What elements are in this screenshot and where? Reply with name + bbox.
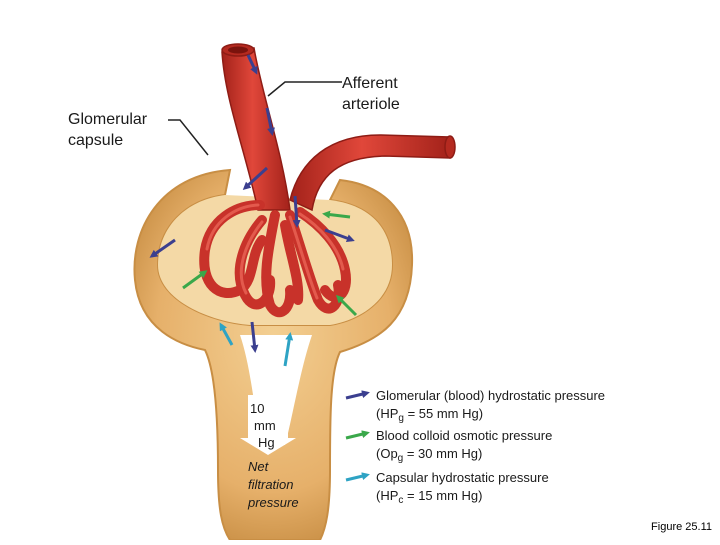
leader-lines	[168, 81, 342, 156]
legend-line2: (Opg = 30 mm Hg)	[376, 446, 483, 464]
legend-arrow-chp	[345, 472, 370, 482]
ghp-arrows	[149, 54, 355, 353]
legend-line1: Capsular hydrostatic pressure	[376, 470, 549, 485]
bcop-arrows	[182, 210, 358, 317]
legend-text: Capsular hydrostatic pressure (HPc = 15 …	[376, 469, 549, 507]
glomerular-capsule-label: Glomerular capsule	[68, 111, 148, 149]
efferent-arteriole	[289, 134, 456, 212]
legend-line2: (HPg = 55 mm Hg)	[376, 406, 484, 424]
net-value: 10	[250, 401, 265, 416]
legend-line1: Glomerular (blood) hydrostatic pressure	[376, 388, 606, 403]
net-filtration-arrow	[240, 395, 296, 455]
legend-line1: Blood colloid osmotic pressure	[376, 428, 553, 443]
net-filtration-caption: Net filtration pressure	[248, 459, 299, 510]
legend-line2: (HPc = 15 mm Hg)	[376, 488, 483, 506]
figure-label: Figure 25.11	[651, 521, 712, 533]
legend-arrow-ghp	[345, 390, 370, 400]
net-unit-mm: mm	[254, 418, 276, 433]
net-unit-hg: Hg	[258, 435, 275, 450]
legend-text: Blood colloid osmotic pressure (Opg = 30…	[376, 427, 552, 465]
chp-arrows	[219, 322, 294, 367]
afferent-arteriole-label: Afferent arteriole	[342, 75, 400, 113]
legend-arrow-bcop	[345, 430, 370, 440]
legend-text: Glomerular (blood) hydrostatic pressure …	[376, 387, 605, 425]
